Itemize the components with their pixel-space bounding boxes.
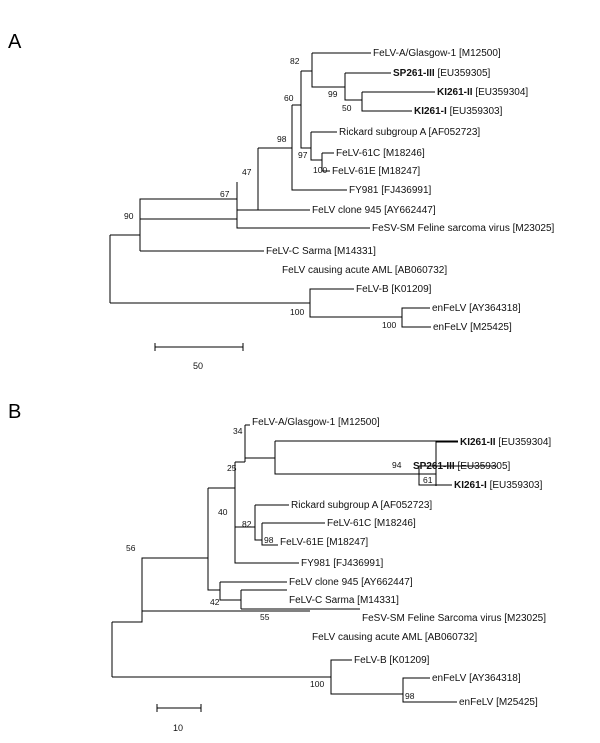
leaf-sp261-a: SP261-III [EU359305] bbox=[393, 68, 491, 79]
bootstrap-100-a-1: 100 bbox=[313, 165, 327, 175]
branch-a-glasgow-group bbox=[311, 52, 371, 88]
branch-a-n67 bbox=[139, 182, 370, 229]
scale-bar-label-b: 10 bbox=[173, 723, 183, 733]
branch-b-n40 bbox=[234, 461, 299, 564]
panel-a: A FeLV-A/Glasgow-1 [M12500] SP261-III [E… bbox=[8, 31, 555, 371]
bootstrap-56-b: 56 bbox=[126, 543, 136, 553]
leaf-sarma-a: FeLV-C Sarma [M14331] bbox=[266, 246, 376, 257]
panel-a-scale-bar: 50 bbox=[154, 343, 244, 371]
panel-a-bootstrap-values: 82 99 50 60 98 97 100 47 67 90 100 100 bbox=[124, 56, 396, 330]
leaf-enfelv2-b: enFeLV [M25425] bbox=[459, 697, 538, 708]
leaf-rickard-b: Rickard subgroup A [AF052723] bbox=[291, 500, 432, 511]
bootstrap-25-b: 25 bbox=[227, 463, 237, 473]
leaf-61e-a: FeLV-61E [M18247] bbox=[332, 166, 420, 177]
leaf-aml-b: FeLV causing acute AML [AB060732] bbox=[312, 632, 477, 643]
leaf-enfelv2-a: enFeLV [M25425] bbox=[433, 322, 512, 333]
leaf-61c-a: FeLV-61C [M18246] bbox=[336, 148, 425, 159]
leaf-glasgow-b: FeLV-A/Glasgow-1 [M12500] bbox=[252, 417, 380, 428]
leaf-glasgow-a: FeLV-A/Glasgow-1 [M12500] bbox=[373, 48, 501, 59]
panel-b-leaves: FeLV-A/Glasgow-1 [M12500] KI261-II [EU35… bbox=[252, 417, 551, 708]
leaf-clone945-b: FeLV clone 945 [AY662447] bbox=[289, 577, 413, 588]
branch-b-n42 bbox=[219, 581, 360, 610]
bootstrap-98-b-1: 98 bbox=[264, 535, 274, 545]
bootstrap-98-a: 98 bbox=[277, 134, 287, 144]
leaf-fy981-a: FY981 [FJ436991] bbox=[349, 185, 432, 196]
panel-b-branches bbox=[111, 424, 497, 703]
branch-a-felvb-clade bbox=[110, 288, 431, 328]
bootstrap-100-a-2: 100 bbox=[290, 307, 304, 317]
panel-b: B FeLV-A/Glasgow-1 [M12500] KI261-II [EU… bbox=[8, 401, 551, 733]
bootstrap-42-b: 42 bbox=[210, 597, 220, 607]
scale-bar-b bbox=[156, 704, 202, 712]
leaf-enfelv1-a: enFeLV [AY364318] bbox=[432, 303, 521, 314]
panel-b-label: B bbox=[8, 401, 21, 423]
leaf-61c-b: FeLV-61C [M18246] bbox=[327, 518, 416, 529]
bootstrap-97-a: 97 bbox=[298, 150, 308, 160]
leaf-felvb-a: FeLV-B [K01209] bbox=[356, 284, 432, 295]
branch-b-n56 bbox=[141, 487, 235, 611]
leaf-fesv-a: FeSV-SM Feline sarcoma virus [M23025] bbox=[372, 223, 555, 234]
panel-b-bootstrap-values: 34 94 61 25 40 82 98 56 42 55 100 98 bbox=[126, 426, 433, 701]
leaf-61e-b: FeLV-61E [M18247] bbox=[280, 537, 368, 548]
branch-b-sp-ki261i bbox=[418, 465, 497, 486]
bootstrap-94-b: 94 bbox=[392, 460, 402, 470]
bootstrap-67-a: 67 bbox=[220, 189, 230, 199]
bootstrap-50-a: 50 bbox=[342, 103, 352, 113]
panel-a-leaves: FeLV-A/Glasgow-1 [M12500] SP261-III [EU3… bbox=[266, 48, 555, 333]
branch-a-n47 bbox=[237, 147, 310, 211]
leaf-ki261i-a: KI261-I [EU359303] bbox=[414, 106, 503, 117]
bootstrap-40-b: 40 bbox=[218, 507, 228, 517]
leaf-ki261ii-b: KI261-II [EU359304] bbox=[460, 437, 551, 448]
leaf-felvb-b: FeLV-B [K01209] bbox=[354, 655, 430, 666]
branch-a-ingroup bbox=[110, 218, 264, 252]
panel-a-label: A bbox=[8, 31, 22, 53]
branch-b-ki-sp bbox=[274, 440, 458, 486]
bootstrap-90-a: 90 bbox=[124, 211, 134, 221]
bootstrap-55-b: 55 bbox=[260, 612, 270, 622]
branch-b-n34 bbox=[244, 424, 275, 462]
bootstrap-60-a: 60 bbox=[284, 93, 294, 103]
scale-bar-label-a: 50 bbox=[193, 361, 203, 371]
leaf-rickard-a: Rickard subgroup A [AF052723] bbox=[339, 127, 480, 138]
branch-a-n60 bbox=[300, 70, 312, 149]
bootstrap-82-a: 82 bbox=[290, 56, 300, 66]
leaf-ki261ii-a: KI261-II [EU359304] bbox=[437, 87, 528, 98]
bootstrap-99-a: 99 bbox=[328, 89, 338, 99]
bootstrap-47-a: 47 bbox=[242, 167, 252, 177]
leaf-enfelv1-b: enFeLV [AY364318] bbox=[432, 673, 521, 684]
branch-a-rickard-group bbox=[310, 131, 337, 172]
bootstrap-82-b: 82 bbox=[242, 519, 252, 529]
branch-a-sp-ki bbox=[344, 72, 435, 112]
leaf-clone945-a: FeLV clone 945 [AY662447] bbox=[312, 205, 436, 216]
branch-a-n98 bbox=[291, 104, 347, 191]
leaf-sp261-b: SP261-III [EU359305] bbox=[413, 461, 511, 472]
bootstrap-100-a-3: 100 bbox=[382, 320, 396, 330]
leaf-fesv-b: FeSV-SM Feline Sarcoma virus [M23025] bbox=[362, 613, 546, 624]
bootstrap-61-b: 61 bbox=[423, 475, 433, 485]
leaf-aml-a: FeLV causing acute AML [AB060732] bbox=[282, 265, 447, 276]
leaf-ki261i-b: KI261-I [EU359303] bbox=[454, 480, 543, 491]
bootstrap-98-b-2: 98 bbox=[405, 691, 415, 701]
panel-a-branches bbox=[109, 52, 435, 328]
panel-b-scale-bar: 10 bbox=[156, 704, 202, 733]
bootstrap-34-b: 34 bbox=[233, 426, 243, 436]
leaf-sarma-b: FeLV-C Sarma [M14331] bbox=[289, 595, 399, 606]
bootstrap-100-b: 100 bbox=[310, 679, 324, 689]
leaf-fy981-b: FY981 [FJ436991] bbox=[301, 558, 384, 569]
branch-b-rickard bbox=[254, 504, 325, 546]
branch-b-felvb-clade bbox=[112, 659, 457, 703]
scale-bar-a bbox=[154, 343, 244, 351]
